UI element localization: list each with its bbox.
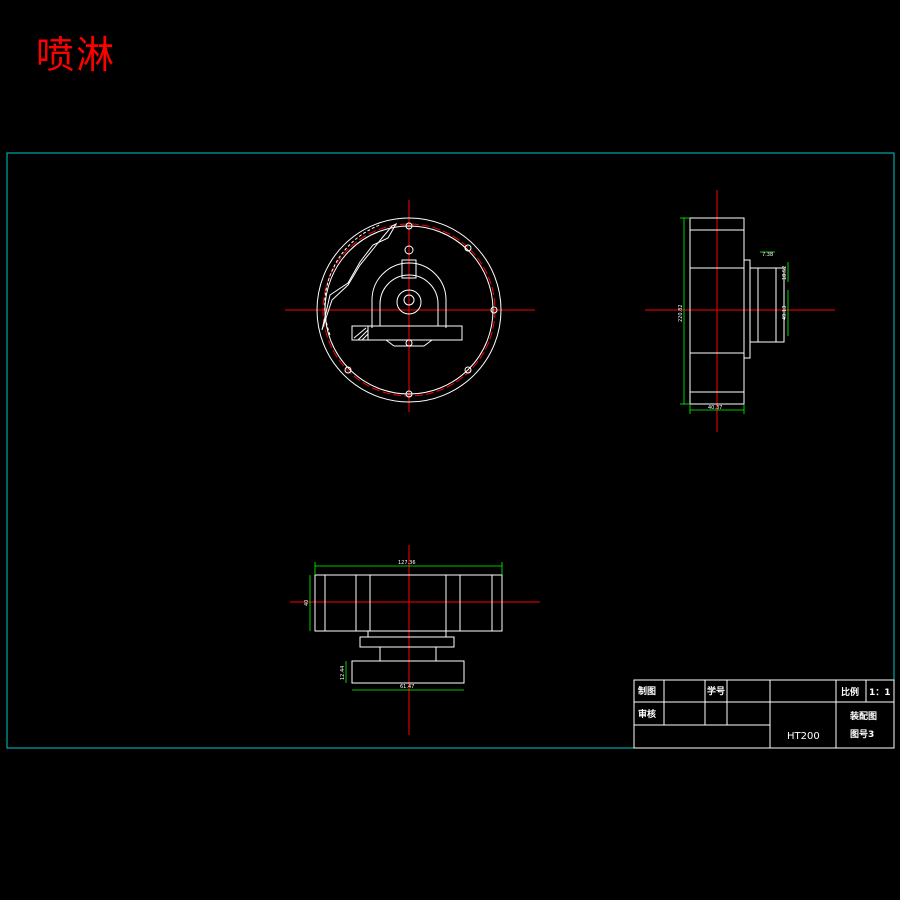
dim-side-width: 40.37 — [708, 405, 722, 411]
bolt-hole — [490, 306, 498, 314]
bolt-hole — [344, 366, 352, 374]
title-block-material: HT200 — [787, 731, 820, 742]
title-block-review-label: 审核 — [638, 708, 656, 720]
side-housing — [749, 267, 785, 343]
title-block-draw-label: 制图 — [638, 685, 656, 697]
dim-side-height: 220.82 — [678, 305, 684, 323]
housing-outer — [371, 262, 447, 328]
title-block-student-no-label: 学号 — [707, 685, 725, 697]
bottom-view — [290, 545, 540, 735]
bolt-hole — [405, 390, 413, 398]
bolt-hole — [404, 245, 414, 255]
front-dashed-arc — [324, 224, 381, 336]
dim-bottom-width: 127.36 — [398, 560, 416, 566]
title-block-drawing-type: 装配图 — [849, 710, 877, 722]
title-block-drawing-no: 图号3 — [850, 729, 874, 740]
title-block-scale-label: 比例 — [841, 686, 859, 698]
bolt-hole — [405, 222, 413, 230]
front-cutaway — [321, 222, 398, 331]
front-view — [285, 200, 535, 412]
drawing-title: 喷淋 — [36, 33, 117, 77]
bottom-collar — [359, 636, 455, 648]
shaft-circle — [396, 289, 422, 315]
drawing-frame — [6, 152, 895, 749]
bolt-hole — [464, 244, 472, 252]
title-block — [633, 679, 895, 749]
housing-inner — [379, 274, 439, 326]
housing-left-foot — [351, 325, 369, 341]
side-dimensions — [680, 217, 789, 414]
front-outer-circle — [316, 217, 502, 403]
title-block-scale-value: 1：1 — [869, 688, 891, 698]
bottom-neck — [379, 646, 437, 662]
dim-side-small-2: 18.52 — [782, 266, 788, 280]
dim-bottom-base-width: 61.47 — [400, 684, 414, 690]
bottom-hub — [367, 630, 447, 638]
side-view — [645, 190, 835, 432]
dim-bottom-base-height: 12.44 — [340, 666, 346, 680]
shaft-inner — [403, 294, 415, 306]
side-hub — [743, 259, 751, 359]
dim-side-small-3: 49.13 — [782, 306, 788, 320]
bottom-dimensions — [309, 562, 503, 691]
front-red-ring — [322, 223, 496, 397]
bolt-hole — [464, 366, 472, 374]
dim-side-small-1: 7.38 — [762, 252, 773, 258]
housing-top-stem — [401, 259, 417, 279]
dim-bottom-height: 40 — [304, 600, 310, 606]
bottom-base — [351, 660, 465, 684]
